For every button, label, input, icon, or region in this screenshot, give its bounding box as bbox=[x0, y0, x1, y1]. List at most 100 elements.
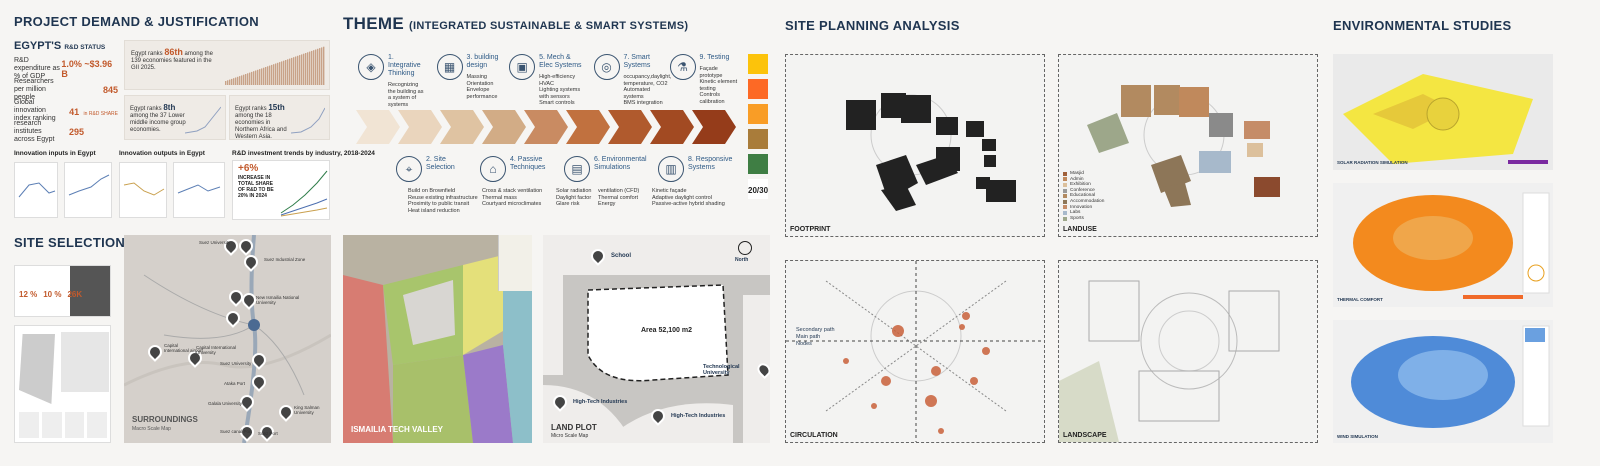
site-planning-title: SITE PLANNING ANALYSIS bbox=[785, 18, 960, 33]
process-chevron bbox=[356, 110, 400, 144]
solar-simulation-panel: SOLAR RADIATION SIMULATION bbox=[1333, 54, 1553, 170]
outputs-label: Innovation outputs in Egypt bbox=[119, 150, 205, 157]
theme-step: ⌖2. Site Selection bbox=[396, 156, 472, 208]
chip-icon: ▣ bbox=[509, 54, 536, 80]
rank-bar bbox=[283, 60, 285, 85]
legend-label: Admin bbox=[1070, 176, 1084, 182]
hti-marker: High-Tech Industries bbox=[550, 392, 627, 412]
rank-bar bbox=[311, 50, 313, 85]
landscape-plan: LANDSCAPE bbox=[1058, 260, 1318, 443]
rank-bar bbox=[227, 80, 229, 85]
site-selection-title: SITE SELECTION bbox=[14, 235, 126, 250]
legend-item: Accommodation bbox=[1063, 199, 1104, 205]
process-chevron bbox=[692, 110, 736, 144]
legend-item: Innovation bbox=[1063, 205, 1104, 211]
process-chevron bbox=[524, 110, 568, 144]
wind-caption: WIND SIMULATION bbox=[1337, 434, 1378, 439]
location-icon: ⌖ bbox=[396, 156, 422, 182]
trend-chart: +6% INCREASE IN TOTAL SHARE OF R&D TO BE… bbox=[232, 160, 330, 220]
circulation-drawing bbox=[786, 261, 1044, 442]
legend-item: Exhibition bbox=[1063, 182, 1104, 188]
rank-bar bbox=[317, 48, 319, 85]
wind-heatmap bbox=[1351, 325, 1550, 428]
rank-bar bbox=[315, 49, 317, 85]
rank-bar bbox=[253, 71, 255, 85]
rank-bar bbox=[239, 76, 241, 85]
input-line-chart bbox=[14, 162, 58, 218]
rank-bar bbox=[273, 64, 275, 85]
footprint-caption: FOOTPRINT bbox=[790, 226, 831, 233]
gii-rank-bar-chart bbox=[225, 46, 325, 85]
legend-label: Accommodation bbox=[1070, 198, 1105, 204]
rank-bar bbox=[241, 75, 243, 85]
wind-simulation-panel: WIND SIMULATION bbox=[1333, 320, 1553, 443]
rank-bar bbox=[313, 50, 315, 85]
sdg-goal-icon bbox=[748, 104, 768, 124]
legend-swatch bbox=[1063, 210, 1067, 215]
theme-title: THEME (INTEGRATED SUSTAINABLE & SMART SY… bbox=[343, 14, 689, 33]
legend-item: Educational bbox=[1063, 193, 1104, 199]
building-icon: ▦ bbox=[436, 54, 463, 80]
rank-bar bbox=[229, 79, 231, 85]
tech-valley-caption: ISMAILIA TECH VALLEY bbox=[351, 425, 443, 434]
rank-bar bbox=[323, 46, 325, 85]
legend-swatch bbox=[1063, 205, 1067, 210]
legend-swatch bbox=[1063, 194, 1067, 199]
facade-icon: ▥ bbox=[658, 156, 684, 182]
landscape-drawing bbox=[1059, 280, 1280, 442]
rank-bar bbox=[255, 70, 257, 85]
landuse-caption: LANDUSE bbox=[1063, 226, 1097, 233]
rank-bar bbox=[267, 66, 269, 85]
thermal-heatmap bbox=[1353, 192, 1550, 299]
solar-heatmap bbox=[1343, 74, 1548, 164]
process-chevron bbox=[482, 110, 526, 144]
rank-bar bbox=[285, 60, 287, 85]
legend-item: Sports bbox=[1063, 216, 1104, 222]
simulation-icon: ▤ bbox=[564, 156, 590, 182]
rank-bar bbox=[277, 62, 279, 85]
school-marker: School bbox=[588, 246, 631, 266]
theme-step: ▥8. Responsive Systems bbox=[658, 156, 734, 208]
rank-bar bbox=[293, 57, 295, 85]
rank-bar bbox=[279, 62, 281, 85]
rank-bar bbox=[249, 72, 251, 85]
rank-bar bbox=[321, 47, 323, 85]
rank-bar bbox=[307, 52, 309, 85]
gii-rank-8-card: Egypt ranks 8th among the 37 Lower middl… bbox=[124, 95, 226, 140]
tech-valley-zones bbox=[343, 245, 532, 443]
legend-item: Labs bbox=[1063, 210, 1104, 216]
land-plot-roads bbox=[543, 235, 770, 443]
north-arrow-icon bbox=[738, 241, 752, 255]
sdg-2030-label: 20/30 bbox=[748, 186, 769, 195]
location-pin-icon bbox=[648, 406, 668, 426]
process-chevron bbox=[398, 110, 442, 144]
legend-label: Masjid bbox=[1070, 171, 1084, 176]
process-chevron bbox=[566, 110, 610, 144]
rank-bar bbox=[299, 55, 301, 85]
legend-swatch bbox=[1063, 216, 1067, 221]
tech-valley-legend bbox=[498, 235, 532, 291]
rank-bar bbox=[251, 71, 253, 85]
rank-bar bbox=[305, 53, 307, 85]
rank-bar bbox=[281, 61, 283, 85]
land-plot-map: North Area 52,100 m2 School Technologica… bbox=[543, 235, 770, 443]
hti-marker: High-Tech Industries bbox=[648, 406, 725, 426]
rank-bar bbox=[231, 78, 233, 85]
trend-label: R&D investment trends by industry, 2018-… bbox=[232, 150, 375, 157]
legend-label: Exhibition bbox=[1070, 182, 1091, 188]
rank-bar bbox=[225, 81, 227, 85]
surroundings-map: Suez University Suez Industrial Zone New… bbox=[124, 235, 331, 443]
rank-bar bbox=[235, 77, 237, 85]
rank-bar bbox=[309, 51, 311, 85]
solar-caption: SOLAR RADIATION SIMULATION bbox=[1337, 160, 1408, 165]
